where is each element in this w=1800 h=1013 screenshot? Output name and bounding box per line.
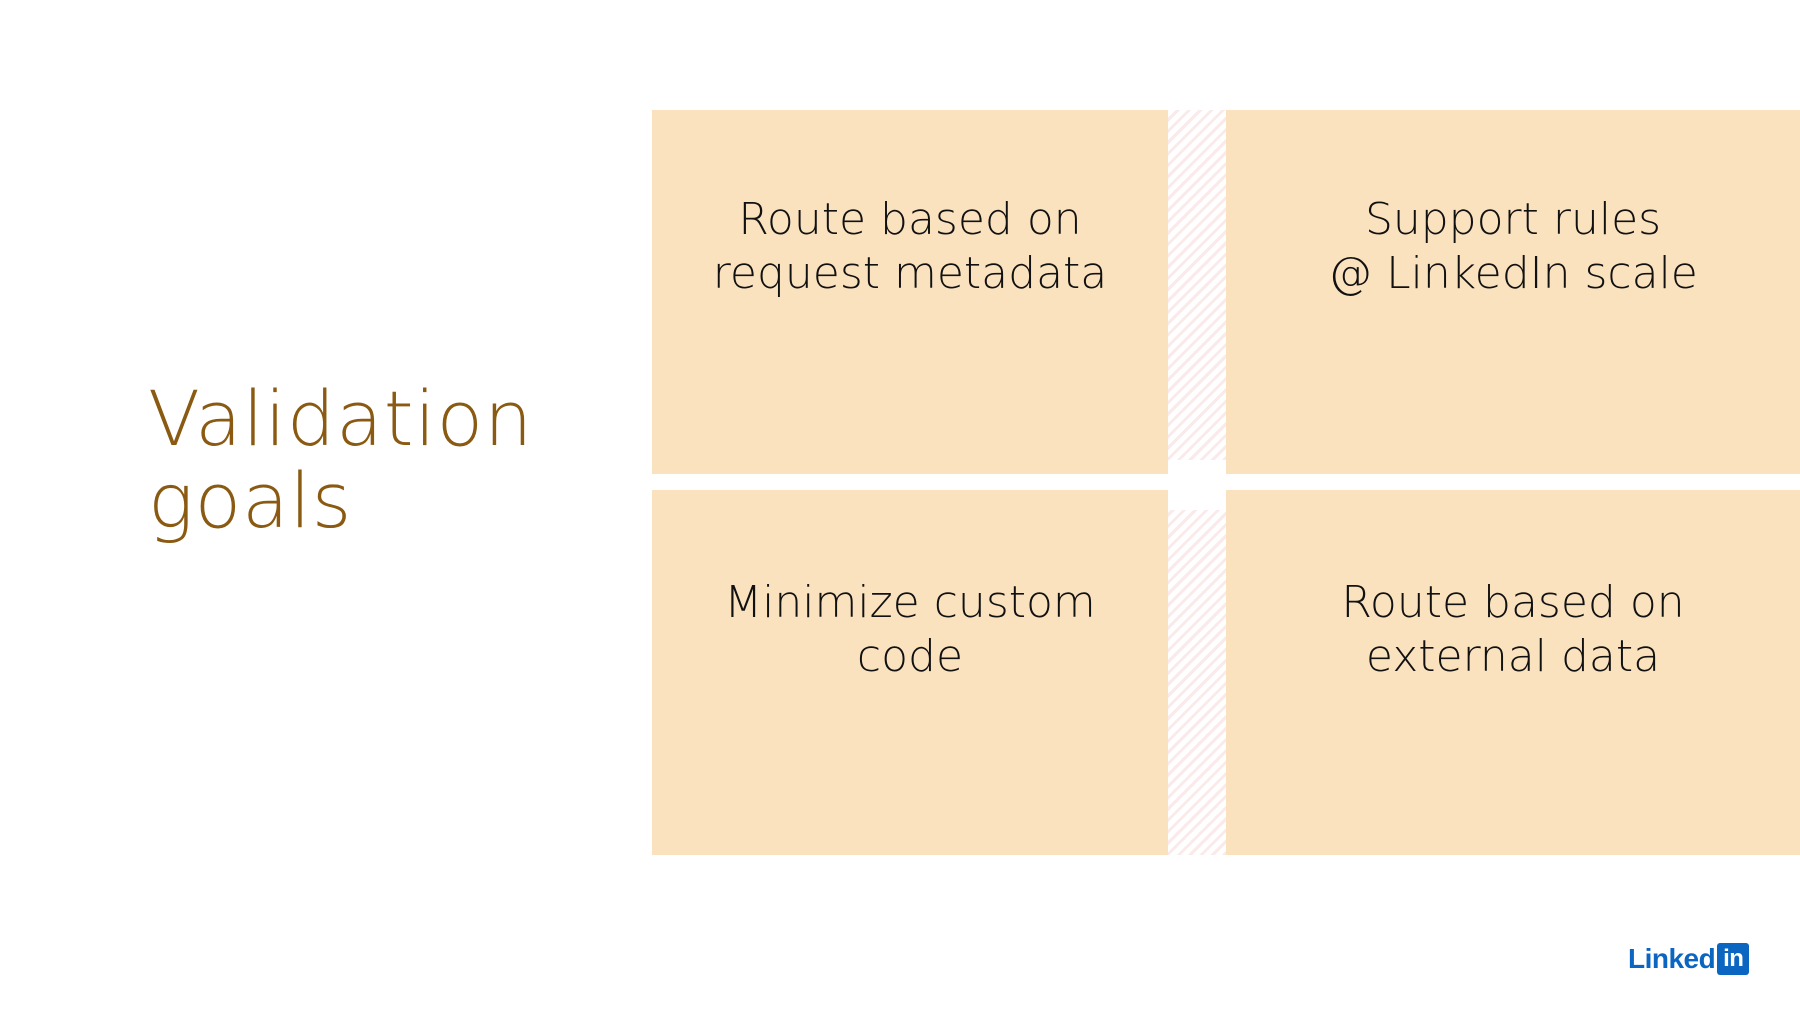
goal-card-route-external-data: Route based on external data [1226,490,1800,855]
goal-card-support-rules-scale: Support rules @ LinkedIn scale [1226,110,1800,474]
hatched-divider-top [1168,110,1226,460]
goal-card-label: Route based on external data [1341,577,1685,682]
linkedin-logo: Linked in [1628,942,1750,976]
slide-title-line-1: Validation [148,374,534,463]
slide-title: Validation goals [148,378,588,542]
goal-card-label: Minimize custom code [724,577,1096,682]
goal-card-label: Route based on request metadata [712,194,1108,299]
slide-title-line-2: goals [148,456,353,545]
goal-card-label: Support rules @ LinkedIn scale [1328,194,1698,299]
hatched-divider-bottom [1168,510,1226,855]
linkedin-logo-word: Linked [1628,943,1716,974]
linkedin-logo-box: in [1717,943,1750,975]
goal-card-minimize-custom-code: Minimize custom code [652,490,1168,855]
goal-card-route-request-metadata: Route based on request metadata [652,110,1168,474]
